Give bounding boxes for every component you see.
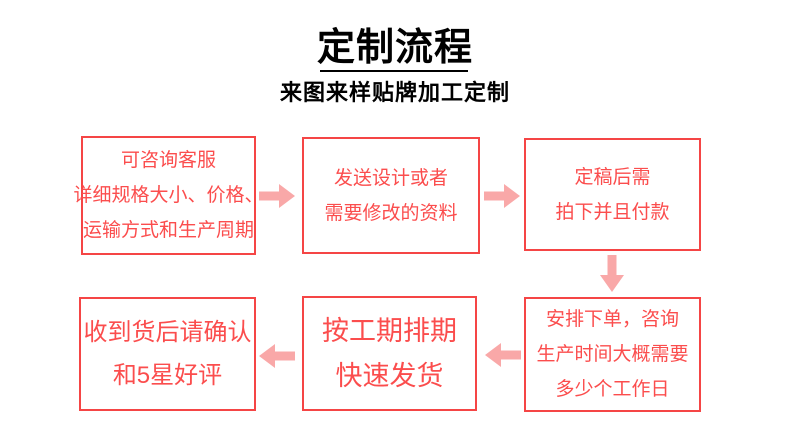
step-text-line: 生产时间大概需要: [536, 344, 689, 365]
arrow-down-icon: [600, 255, 624, 292]
title-underline: [320, 70, 468, 72]
step-text-line: 拍下并且付款: [555, 201, 670, 223]
step-box-consult: 可咨询客服 详细规格大小、价格、 运输方式和生产周期: [74, 136, 264, 255]
step-box-send-design: 发送设计或者 需要修改的资料: [302, 137, 480, 254]
page-subtitle: 来图来样贴牌加工定制: [279, 80, 510, 105]
step-text-line: 多少个工作日: [555, 379, 670, 400]
arrow-left-icon: [485, 343, 521, 367]
step-text-line: 可咨询客服: [120, 150, 216, 171]
arrow-right-icon: [484, 184, 520, 208]
step-text-line: 收到货后请确认: [83, 319, 252, 346]
step-text-line: 需要修改的资料: [324, 202, 458, 224]
step-text-line: 和5星好评: [112, 362, 223, 389]
arrow-left-icon: [259, 344, 295, 368]
step-text-line: 定稿后需: [574, 166, 651, 188]
page-title: 定制流程: [316, 27, 473, 69]
arrow-right-icon: [259, 184, 295, 208]
step-box-confirm-pay: 定稿后需 拍下并且付款: [524, 138, 701, 251]
step-text-line: 详细规格大小、价格、: [73, 185, 264, 206]
step-box-place-order: 安排下单，咨询 生产时间大概需要 多少个工作日: [524, 297, 701, 412]
step-text-line: 快速发货: [335, 360, 444, 391]
step-box-schedule-ship: 按工期排期 快速发货: [302, 296, 477, 411]
step-text-line: 发送设计或者: [333, 167, 448, 189]
step-text-line: 运输方式和生产周期: [83, 220, 255, 241]
step-box-receive-review: 收到货后请确认 和5星好评: [79, 297, 256, 411]
step-text-line: 安排下单，咨询: [545, 309, 679, 330]
step-text-line: 按工期排期: [322, 315, 457, 346]
